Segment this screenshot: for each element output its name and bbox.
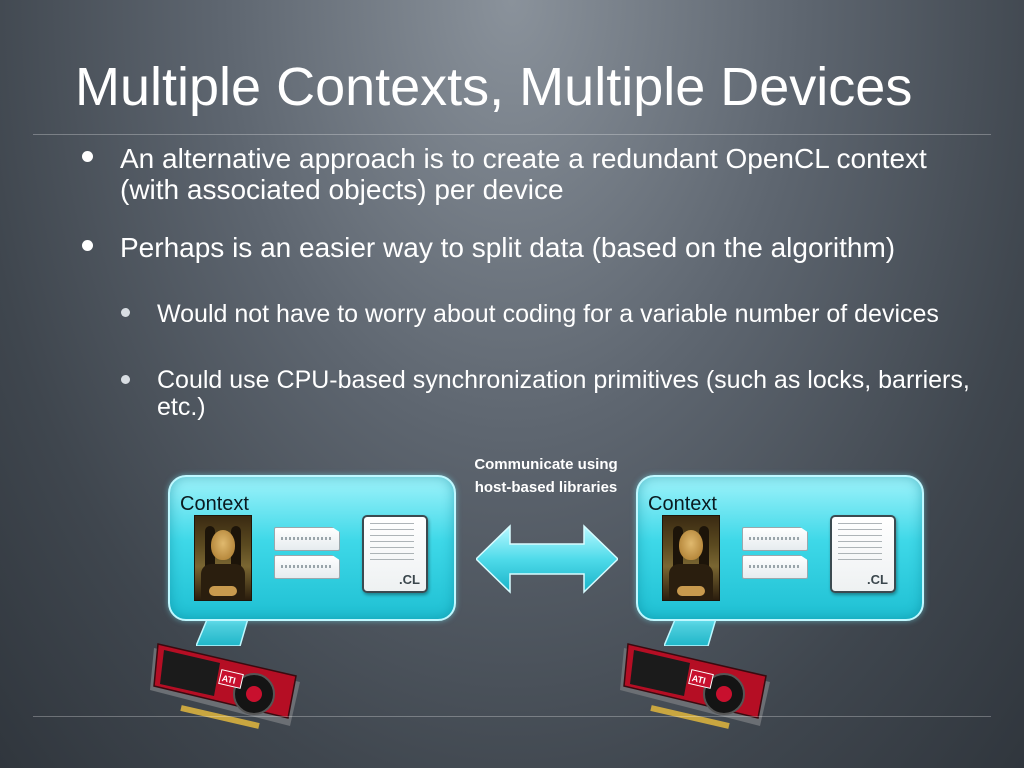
bullet-list: An alternative approach is to create a r…: [82, 143, 970, 421]
sub-bullet-item-2: Could use CPU-based synchronization prim…: [157, 366, 970, 421]
bullet-item-1: An alternative approach is to create a r…: [120, 143, 927, 205]
context-label: Context: [180, 493, 249, 515]
gpu-card-icon: ATI: [620, 643, 770, 729]
slide-title: Multiple Contexts, Multiple Devices: [75, 57, 913, 117]
mona-lisa-image-icon: [194, 515, 252, 601]
bullet-dot-icon: [82, 240, 93, 251]
communication-label: Communicate using host-based libraries: [474, 456, 618, 496]
footer-divider: [33, 716, 991, 717]
sub-bullet-item-1: Would not have to worry about coding for…: [157, 300, 939, 328]
gpu-brand: ATI: [691, 673, 707, 686]
sub-bullet-dot-icon: [121, 308, 130, 317]
cl-file-extension: .CL: [867, 572, 888, 587]
bullet-dot-icon: [82, 151, 93, 162]
context-box-right: Context .CL: [636, 475, 924, 621]
memory-object-icon: [742, 555, 808, 579]
gpu-card-icon: ATI: [150, 643, 300, 729]
mona-lisa-image-icon: [662, 515, 720, 601]
context-label: Context: [648, 493, 717, 515]
gpu-brand: ATI: [221, 673, 237, 686]
title-divider: [33, 134, 991, 135]
double-arrow-icon: [476, 524, 618, 594]
memory-object-icon: [274, 555, 340, 579]
bullet-item-2: Perhaps is an easier way to split data (…: [120, 232, 896, 263]
memory-object-icon: [274, 527, 340, 551]
cl-program-file-icon: .CL: [362, 515, 428, 593]
memory-object-icon: [742, 527, 808, 551]
cl-program-file-icon: .CL: [830, 515, 896, 593]
cl-file-extension: .CL: [399, 572, 420, 587]
context-box-left: Context .CL: [168, 475, 456, 621]
sub-bullet-dot-icon: [121, 375, 130, 384]
